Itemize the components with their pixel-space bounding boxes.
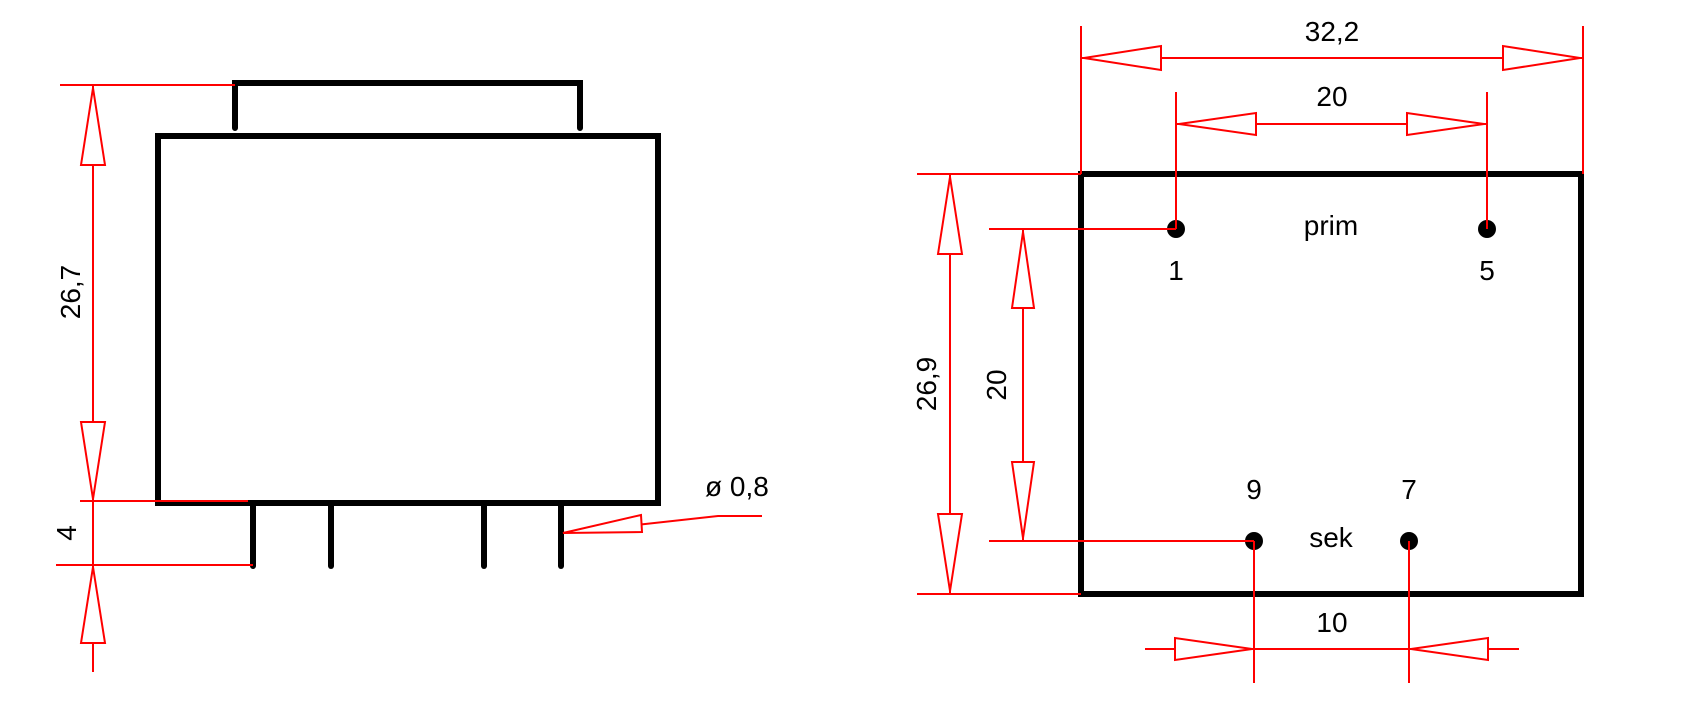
top-view-body (1078, 171, 1584, 597)
dimension-arrow (1010, 461, 1036, 539)
dimension-arrow (79, 566, 107, 644)
secondary-label: sek (1309, 522, 1354, 553)
top-height-label: 26,9 (911, 357, 942, 412)
side-view: 26,7 4 ø 0,8 (51, 80, 769, 672)
top-width-dimension: 32,2 (1080, 16, 1584, 174)
row-spacing-dimension: 20 (981, 228, 1254, 542)
pin-length-dimension: 4 (51, 525, 253, 644)
pin-length-label: 4 (51, 525, 82, 541)
pin-1-label: 1 (1168, 255, 1184, 286)
pin-spacing-bottom-label: 10 (1316, 607, 1347, 638)
top-width-label: 32,2 (1305, 16, 1360, 47)
pin-spacing-top-dimension: 20 (1175, 81, 1488, 229)
dimension-arrow (1410, 636, 1489, 662)
dimension-arrow (79, 87, 107, 166)
dimension-arrow (1083, 44, 1162, 72)
leader-arrow (562, 513, 644, 534)
dimension-arrow (1406, 111, 1485, 137)
dimension-arrow (1178, 111, 1257, 137)
pin-diameter-label: ø 0,8 (705, 471, 769, 502)
dimension-arrow (936, 176, 964, 255)
side-height-label: 26,7 (55, 265, 86, 320)
side-view-body (155, 133, 661, 506)
side-view-cap (232, 80, 583, 131)
top-view: 1 5 9 7 prim sek 32,2 20 (911, 16, 1584, 683)
dimension-arrow (1010, 231, 1036, 309)
pin-5-label: 5 (1479, 255, 1495, 286)
dimension-arrow (1174, 636, 1253, 662)
pin-9-label: 9 (1246, 474, 1262, 505)
side-height-dimension: 26,7 (55, 84, 248, 672)
dimension-arrow (1502, 44, 1581, 72)
dimension-arrow (79, 421, 107, 500)
pin-spacing-bottom-dimension: 10 (1145, 541, 1519, 683)
primary-label: prim (1304, 210, 1358, 241)
dimension-arrow (936, 513, 964, 592)
pin-spacing-top-label: 20 (1316, 81, 1347, 112)
row-spacing-label: 20 (981, 369, 1012, 400)
top-height-dimension: 26,9 (911, 173, 1081, 595)
pin-7-label: 7 (1401, 474, 1417, 505)
pin-diameter-leader: ø 0,8 (562, 471, 769, 534)
